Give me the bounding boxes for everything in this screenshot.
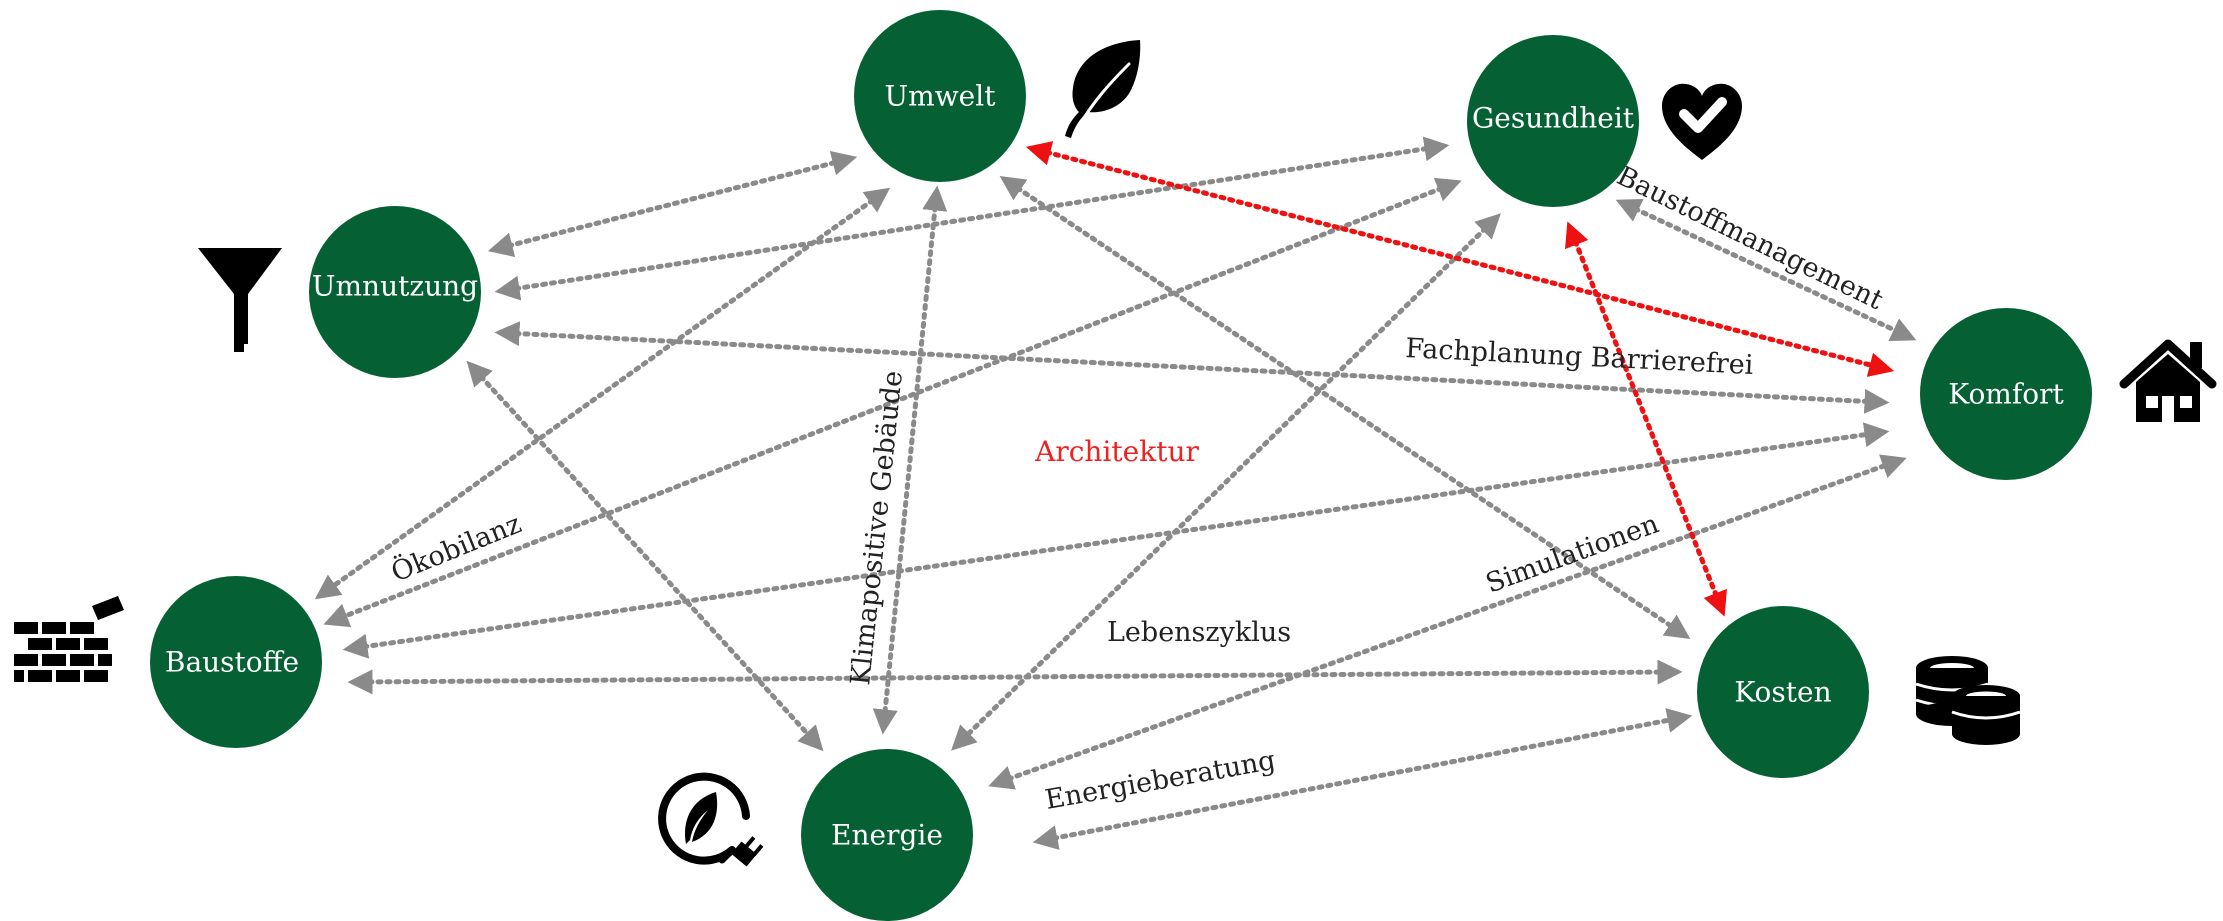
node-label-umnutzung: Umnutzung	[312, 270, 478, 303]
node-gesundheit: Gesundheit	[1467, 35, 1639, 207]
edge-labels: Baustoffmanagement Fachplanung Barrieref…	[386, 160, 1888, 815]
brick-wall-icon	[14, 596, 124, 682]
node-label-komfort: Komfort	[1948, 378, 2064, 411]
node-label-kosten: Kosten	[1734, 676, 1831, 709]
node-komfort: Komfort	[1920, 308, 2092, 480]
edge-umnutzung-umwelt	[487, 150, 858, 258]
node-label-baustoffe: Baustoffe	[165, 646, 299, 679]
edge-label-baustoffmanagement: Baustoffmanagement	[1612, 160, 1888, 316]
coins-icon	[1915, 656, 2021, 745]
eco-plug-icon	[658, 772, 764, 867]
edge-gesundheit-energie	[951, 213, 1501, 751]
funnel-icon	[198, 248, 282, 352]
edge-label-oekobilanz: Ökobilanz	[386, 506, 526, 589]
edge-label-fachplanung: Fachplanung Barrierefrei	[1405, 333, 1755, 381]
leaf-icon	[1065, 40, 1141, 138]
house-icon	[2119, 339, 2217, 422]
node-label-gesundheit: Gesundheit	[1472, 102, 1635, 135]
edge-umnutzung-energie	[466, 360, 824, 752]
center-label: Architektur	[1034, 435, 1199, 468]
node-kosten: Kosten	[1697, 606, 1869, 778]
edge-umwelt-komfort-highlight	[1025, 141, 1895, 377]
edge-baustoffe-kosten	[347, 659, 1683, 695]
edge-gesundheit-kosten-highlight	[1565, 221, 1727, 617]
highlight-edges	[1025, 141, 1895, 617]
edge-gesundheit-komfort	[1615, 198, 1917, 342]
edge-energie-kosten	[1032, 708, 1693, 850]
edge-label-lebenszyklus: Lebenszyklus	[1107, 617, 1291, 648]
node-baustoffe: Baustoffe	[150, 576, 322, 748]
heart-check-icon	[1662, 83, 1742, 160]
node-label-energie: Energie	[831, 819, 943, 852]
edges	[314, 136, 1917, 850]
node-energie: Energie	[801, 749, 973, 921]
node-label-umwelt: Umwelt	[885, 80, 997, 113]
node-umwelt: Umwelt	[854, 10, 1026, 182]
node-umnutzung: Umnutzung	[309, 206, 481, 378]
